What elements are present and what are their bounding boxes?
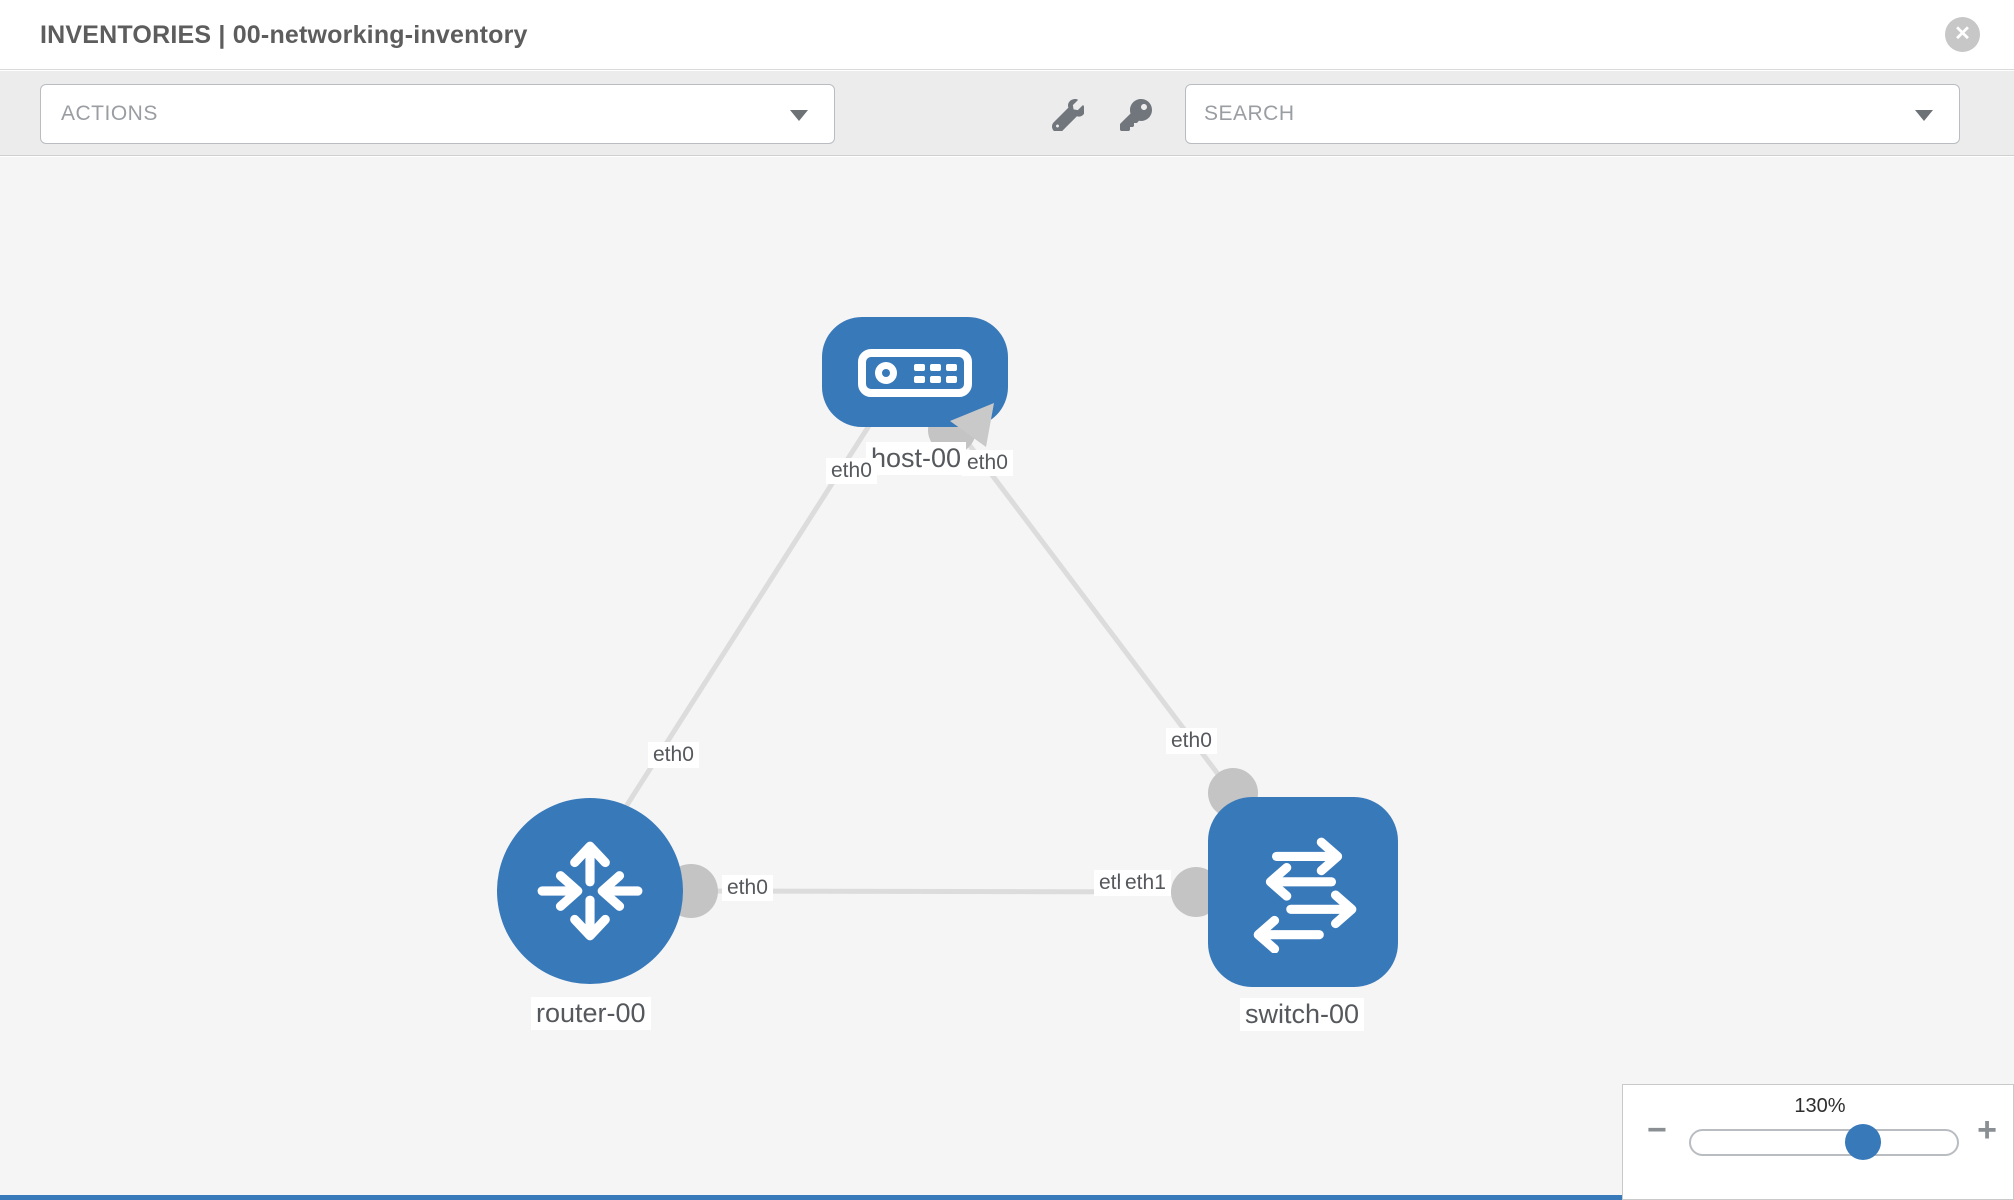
router-icon xyxy=(537,841,643,941)
topology-links xyxy=(617,406,1258,918)
iface-label-host-right: eth0 xyxy=(962,450,1013,476)
zoom-slider-track[interactable] xyxy=(1689,1129,1959,1156)
wrench-icon[interactable] xyxy=(1051,98,1085,133)
close-icon[interactable]: ✕ xyxy=(1945,17,1980,52)
page-title: INVENTORIES | 00-networking-inventory xyxy=(40,21,528,49)
search-field[interactable] xyxy=(1185,84,1960,144)
node-router-00[interactable] xyxy=(497,798,683,984)
iface-label-switch-left-front: eth1 xyxy=(1120,870,1171,896)
toolbar: ACTIONS xyxy=(0,71,2014,156)
bottom-edge-bar xyxy=(0,1195,1622,1200)
zoom-in-button[interactable]: + xyxy=(1977,1111,1997,1149)
chevron-down-icon xyxy=(1915,110,1933,121)
iface-label-router-right: eth0 xyxy=(722,875,773,901)
iface-label-host-left: eth0 xyxy=(826,458,877,484)
actions-dropdown-label: ACTIONS xyxy=(61,102,158,125)
search-input[interactable] xyxy=(1204,86,1884,142)
node-switch-00[interactable] xyxy=(1208,797,1398,987)
node-label-switch-00: switch-00 xyxy=(1240,998,1365,1031)
node-label-router-00: router-00 xyxy=(531,997,651,1030)
header: INVENTORIES | 00-networking-inventory ✕ xyxy=(0,0,2014,70)
node-host-00[interactable] xyxy=(822,317,1008,427)
iface-label-switch-top: eth0 xyxy=(1166,728,1217,754)
chevron-down-icon xyxy=(790,110,808,121)
zoom-widget: 130% − + xyxy=(1622,1084,2014,1200)
node-label-host-00: host-00 xyxy=(866,442,967,475)
zoom-level: 130% xyxy=(1794,1095,1846,1117)
switch-icon xyxy=(1253,837,1357,953)
server-icon xyxy=(858,349,972,397)
key-icon[interactable] xyxy=(1120,99,1152,131)
iface-label-router-top: eth0 xyxy=(648,742,699,768)
zoom-out-button[interactable]: − xyxy=(1647,1111,1667,1149)
actions-dropdown[interactable]: ACTIONS xyxy=(40,84,835,144)
topology-canvas[interactable]: host-00 router-00 switch-00 eth0 eth0 et… xyxy=(0,157,2014,1200)
zoom-slider-thumb[interactable] xyxy=(1845,1124,1881,1160)
